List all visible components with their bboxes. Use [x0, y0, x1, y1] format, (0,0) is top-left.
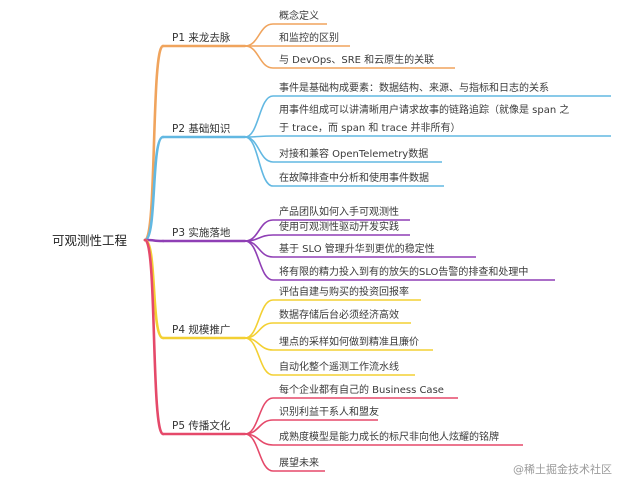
- branch-5-connector: [143, 238, 165, 436]
- leaf-2-4-connector: [244, 136, 274, 187]
- leaf-1-1-label: 概念定义: [279, 9, 319, 22]
- leaf-5-1-connector: [244, 397, 274, 435]
- leaf-2-2-label: 于 trace，而 span 和 trace 并非所有）: [279, 121, 461, 134]
- leaf-3-1-label: 产品团队如何入手可观测性: [279, 205, 399, 218]
- leaf-3-2-connector: [244, 234, 274, 242]
- leaf-3-4-label: 将有限的精力投入到有的放矢的SLO告警的排查和处理中: [279, 265, 528, 278]
- leaf-5-3-label: 成熟度模型是能力成长的标尺非向他人炫耀的铭牌: [279, 430, 499, 443]
- leaf-4-3-label: 埋点的采样如何做到精准且廉价: [279, 335, 419, 348]
- branch-3-label: P3 实施落地: [172, 226, 231, 239]
- leaf-1-1-connector: [244, 23, 274, 47]
- leaf-1-3-label: 与 DevOps、SRE 和云原生的关联: [279, 53, 434, 66]
- leaf-3-2-label: 使用可观测性驱动开发实践: [279, 220, 399, 233]
- leaf-5-1-label: 每个企业都有自己的 Business Case: [279, 383, 444, 396]
- leaf-5-4-connector: [244, 433, 274, 472]
- branch-2-label: P2 基础知识: [172, 122, 230, 135]
- connector-lines: [143, 23, 611, 472]
- leaf-4-2-label: 数据存储后台必须经济高效: [279, 308, 399, 321]
- branch-1-label: P1 来龙去脉: [172, 31, 231, 44]
- leaf-2-2-label: 用事件组成可以讲清晰用户请求故事的链路追踪（就像是 span 之: [279, 103, 569, 116]
- leaf-2-3-connector: [244, 136, 274, 163]
- branch-5-label: P5 传播文化: [172, 419, 231, 432]
- leaf-2-1-connector: [244, 95, 274, 138]
- leaf-4-4-connector: [244, 337, 274, 376]
- branch-1-connector: [143, 44, 165, 242]
- leaf-4-4-label: 自动化整个遥测工作流水线: [279, 360, 399, 373]
- leaf-5-2-label: 识别利益干系人和盟友: [279, 405, 379, 418]
- leaf-1-3-connector: [244, 45, 274, 69]
- leaf-4-1-connector: [244, 299, 274, 339]
- leaf-1-2-label: 和监控的区别: [279, 31, 339, 44]
- branch-4-label: P4 规模推广: [172, 323, 230, 336]
- leaf-5-4-label: 展望未来: [279, 456, 319, 469]
- leaf-3-3-connector: [244, 240, 274, 258]
- watermark: @稀土掘金技术社区: [513, 462, 612, 476]
- leaf-2-3-label: 对接和兼容 OpenTelemetry数据: [279, 147, 428, 160]
- leaf-2-4-label: 在故障排查中分析和使用事件数据: [279, 171, 429, 184]
- root-node: 可观测性工程: [52, 233, 128, 248]
- leaf-3-3-label: 基于 SLO 管理升华到更优的稳定性: [279, 242, 435, 255]
- leaf-4-1-label: 评估自建与购买的投资回报率: [279, 285, 409, 298]
- leaf-3-4-connector: [244, 240, 274, 281]
- branch-2-connector: [143, 135, 165, 242]
- leaf-2-1-label: 事件是基础构成要素：数据结构、来源、与指标和日志的关系: [279, 81, 549, 94]
